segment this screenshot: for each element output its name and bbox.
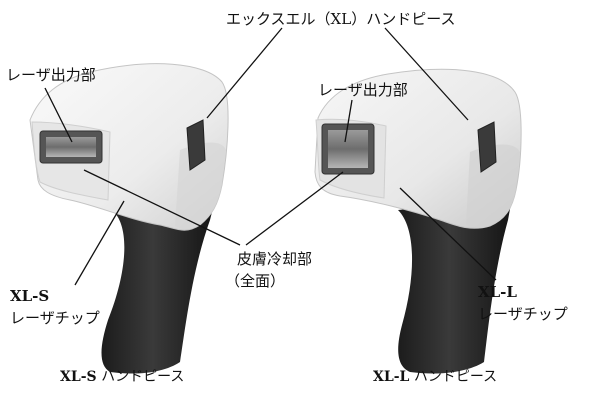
xl-s-name-label: XL-S xyxy=(10,287,50,305)
handpiece-title-label: エックスエル（XL）ハンドピース xyxy=(226,10,456,28)
leader-xl-s-tip xyxy=(74,200,125,286)
leader-skin-cooling-right xyxy=(245,171,344,246)
xl-s-shell-side-shade xyxy=(175,142,226,229)
xl-l-side-button xyxy=(477,121,497,173)
xl-l-grip xyxy=(398,198,512,374)
xl-s-handpiece xyxy=(29,63,229,374)
leader-laser-output-left xyxy=(44,87,73,143)
laser-output-left-label: レーザ出力部 xyxy=(6,66,96,84)
xl-s-grip xyxy=(101,200,215,374)
xl-l-caption: XL-L ハンドピース xyxy=(373,368,497,387)
leader-title-right xyxy=(384,27,469,121)
xl-s-caption: XL-S ハンドピース xyxy=(60,368,184,387)
xl-l-handpiece xyxy=(314,68,522,374)
xl-s-laser-window xyxy=(46,137,96,157)
xl-l-laser-window xyxy=(328,130,368,168)
laser-output-right-label: レーザ出力部 xyxy=(318,81,408,99)
xl-l-caption-model: XL-L xyxy=(373,369,410,385)
leader-xl-l-tip xyxy=(399,187,497,281)
leader-lines xyxy=(44,27,497,286)
leader-laser-output-right xyxy=(344,99,353,143)
skin-cooling-label: 皮膚冷却部 xyxy=(237,250,313,268)
leader-title-left xyxy=(206,27,283,119)
xl-l-name-label: XL-L xyxy=(478,283,517,301)
xl-l-tip-label: レーザチップ xyxy=(478,305,568,323)
xl-s-caption-model: XL-S xyxy=(60,369,97,385)
xl-s-tip-label: レーザチップ xyxy=(10,309,100,327)
xl-s-caption-text: ハンドピース xyxy=(96,369,185,385)
skin-cooling-note: （全面） xyxy=(225,272,286,290)
xl-l-shell-side-shade xyxy=(466,144,520,229)
leader-skin-cooling-left xyxy=(83,169,241,246)
xl-l-caption-text: ハンドピース xyxy=(409,369,498,385)
xl-s-side-button xyxy=(186,119,206,171)
